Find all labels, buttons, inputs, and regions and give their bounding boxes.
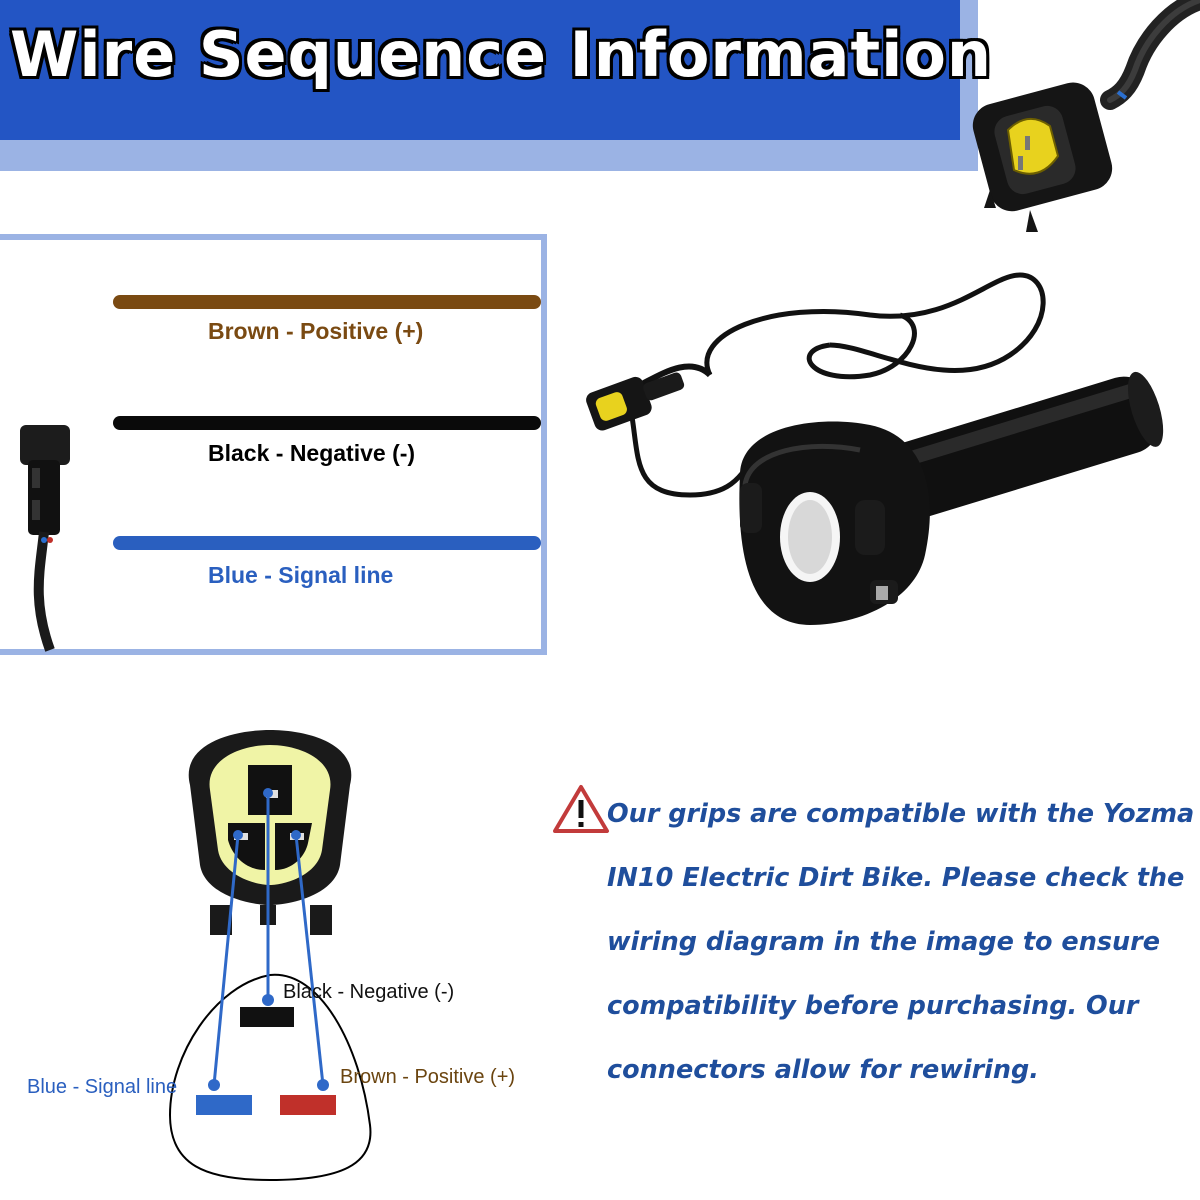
brown-wire-bar: [113, 295, 541, 309]
black-wire-label: Black - Negative (-): [208, 440, 416, 466]
positive-color-swatch: [280, 1095, 336, 1115]
page-title: Wire Sequence Information: [10, 18, 993, 91]
pinout-negative-label: Black - Negative (-): [283, 981, 455, 1003]
pinout-diagram: [168, 788, 372, 1182]
pinout-positive-label: Brown - Positive (+): [340, 1066, 516, 1088]
pinout-signal-label: Blue - Signal line: [27, 1076, 178, 1098]
blue-wire-label: Blue - Signal line: [208, 562, 394, 588]
negative-color-swatch: [240, 1007, 294, 1027]
signal-color-swatch: [196, 1095, 252, 1115]
compatibility-note: Our grips are compatible with the Yozma …: [607, 799, 1195, 1085]
connector-photo-top: [972, 0, 1200, 232]
black-wire-bar: [113, 416, 541, 430]
header-band: [0, 0, 960, 140]
throttle-grip-photo: [586, 272, 1164, 625]
blue-wire-bar: [113, 536, 541, 550]
connector-face-photo: [188, 730, 352, 935]
warning-triangle-icon: [553, 785, 609, 833]
side-connector-photo: [20, 425, 70, 652]
brown-wire-label: Brown - Positive (+): [208, 318, 424, 344]
